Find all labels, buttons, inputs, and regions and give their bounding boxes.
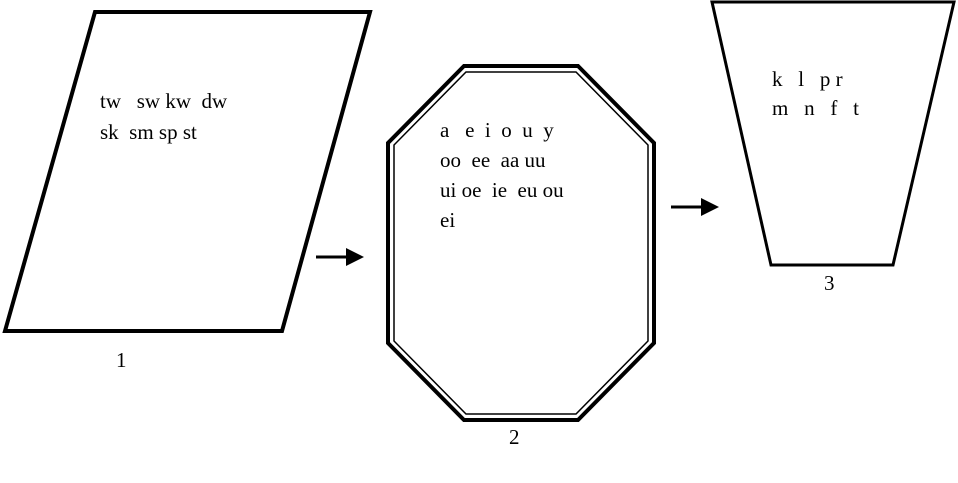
shape-1-line-1: tw sw kw dw [100,89,228,113]
shape-1-line-2: sk sm sp st [100,120,197,144]
shape-1-label: 1 [116,348,127,372]
shape-3-line-2: m n f t [772,96,859,120]
trapezoid-shape [710,0,956,267]
shape-2-line-2: oo ee aa uu [440,148,546,172]
parallelogram-shape [2,10,373,333]
shape-3-line-1: k l p r [772,67,843,91]
octagon-shape [386,64,656,422]
arrow-1-to-2 [316,248,364,266]
shape-2-label: 2 [509,425,520,449]
arrow-2-to-3 [671,198,719,216]
shape-2-line-4: ei [440,208,456,232]
shape-2-line-1: a e i o u y [440,118,554,142]
shape-3-label: 3 [824,271,835,295]
shape-2-line-3: ui oe ie eu ou [440,178,564,202]
